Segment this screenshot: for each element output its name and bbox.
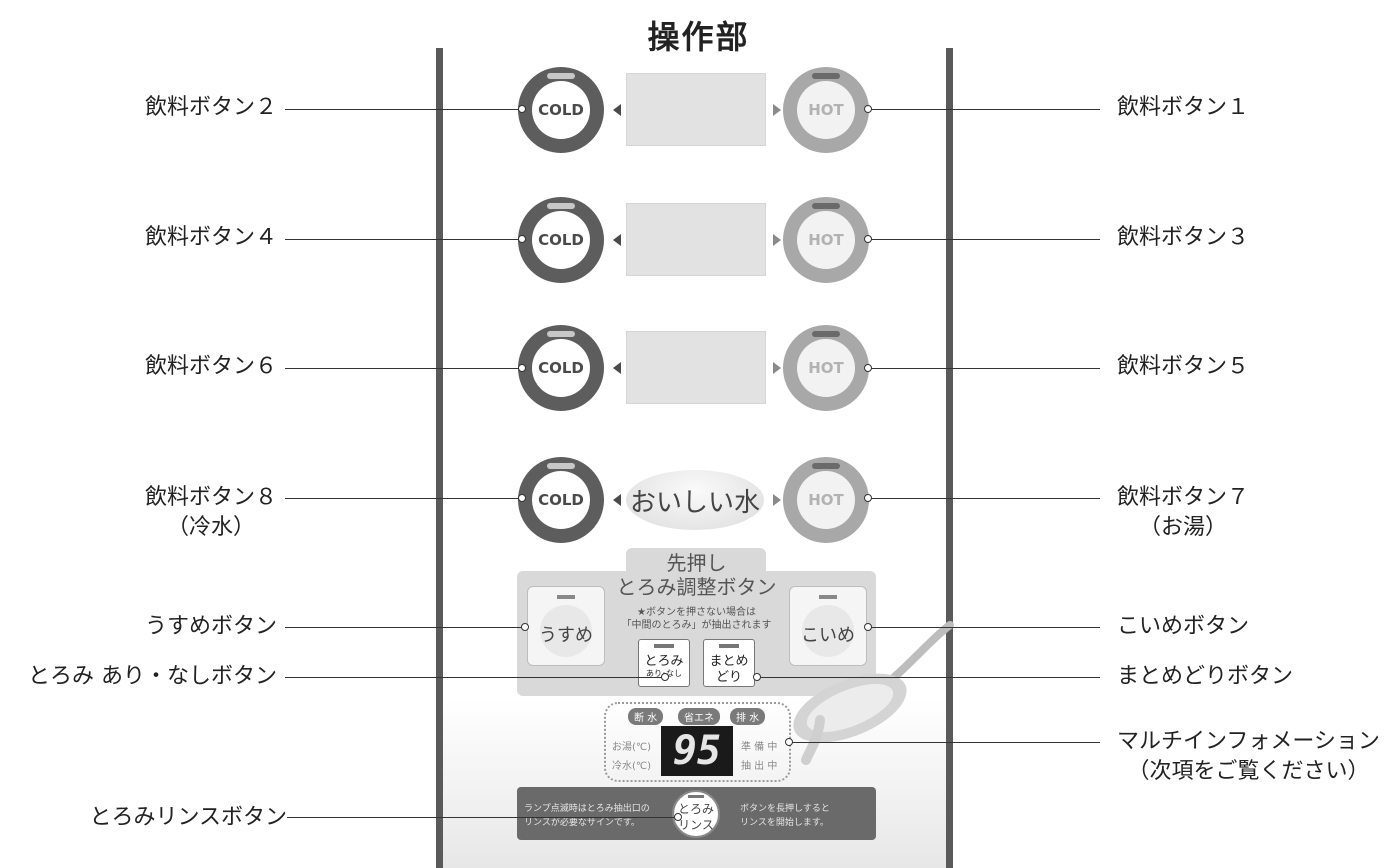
arrow-left-icon — [613, 104, 621, 116]
adjust-note-1: ★ボタンを押さない場合は — [637, 607, 756, 618]
label-chushutsu: 抽 出 中 — [741, 761, 778, 772]
oishii-mizu-drop — [626, 470, 764, 530]
leader-line — [868, 498, 1100, 499]
hot-button-3[interactable]: HOT — [783, 197, 869, 283]
leader-line — [757, 677, 1100, 678]
callout-drink-button-3: 飲料ボタン３ — [1117, 225, 1250, 250]
badge-shoene: 省エネ — [678, 708, 720, 725]
cold-button-6[interactable]: COLD — [518, 325, 604, 411]
label-oyu-c: お湯(℃) — [612, 742, 652, 753]
drink-display-2 — [626, 203, 766, 276]
rinse-note-left-1: ランプ点滅時はとろみ抽出口の — [524, 804, 650, 814]
callout-matome-dori: まとめどりボタン — [1117, 664, 1294, 689]
badge-dansui: 断 水 — [628, 708, 664, 725]
leader-dot — [518, 235, 526, 243]
leader-line — [868, 109, 1100, 110]
arrow-left-icon — [613, 362, 621, 374]
leader-dot — [753, 673, 761, 681]
leader-line — [285, 498, 522, 499]
arrow-left-icon — [613, 234, 621, 246]
callout-drink-button-1: 飲料ボタン１ — [1117, 95, 1250, 120]
callout-drink-button-7: 飲料ボタン７（お湯） — [1117, 485, 1250, 540]
leader-dot — [864, 623, 872, 631]
leader-dot — [518, 105, 526, 113]
callout-usume-button: うすめボタン — [144, 614, 277, 639]
temperature-display: 95 — [661, 726, 733, 776]
leader-dot — [864, 364, 872, 372]
cold-button-2[interactable]: COLD — [518, 67, 604, 153]
cold-button-4[interactable]: COLD — [518, 197, 604, 283]
leader-dot — [518, 494, 526, 502]
leader-dot — [521, 623, 529, 631]
adjust-title-2: とろみ調整ボタン — [616, 575, 777, 599]
leader-dot — [864, 235, 872, 243]
leader-dot — [864, 494, 872, 502]
callout-drink-button-6: 飲料ボタン６ — [144, 354, 277, 379]
panel-left-rail — [436, 48, 443, 868]
leader-line — [868, 239, 1100, 240]
leader-line — [285, 109, 522, 110]
cold-button-8[interactable]: COLD — [518, 457, 604, 543]
rinse-note-right-1: ボタンを長押しすると — [740, 804, 830, 814]
adjust-title-1: 先押し — [666, 551, 727, 575]
leader-line — [287, 817, 678, 818]
callout-drink-button-2: 飲料ボタン２ — [144, 95, 277, 120]
drink-display-3 — [626, 331, 766, 404]
matome-dori-button[interactable]: まとめ どり — [703, 639, 755, 687]
arrow-right-icon — [773, 104, 781, 116]
leader-dot — [674, 813, 682, 821]
leader-line — [285, 368, 522, 369]
arrow-right-icon — [773, 494, 781, 506]
hot-button-5[interactable]: HOT — [783, 325, 869, 411]
leader-line — [789, 742, 1100, 743]
callout-toromi-rinse: とろみリンスボタン — [89, 805, 287, 830]
arrow-left-icon — [613, 494, 621, 506]
callout-drink-button-4: 飲料ボタン４ — [144, 225, 277, 250]
drink-display-1 — [626, 73, 766, 146]
callout-drink-button-5: 飲料ボタン５ — [1117, 354, 1250, 379]
badge-haisui: 排 水 — [730, 708, 766, 725]
leader-line — [285, 239, 522, 240]
label-reisui-c: 冷水(℃) — [612, 761, 652, 772]
leader-line — [868, 368, 1100, 369]
oishii-mizu-label: おいしい水 — [629, 488, 760, 518]
leader-line — [285, 677, 665, 678]
leader-line — [285, 627, 525, 628]
leader-dot — [661, 673, 669, 681]
label-junbi: 準 備 中 — [741, 742, 778, 753]
arrow-right-icon — [773, 234, 781, 246]
rinse-note-right-2: リンスを開始します。 — [740, 818, 829, 828]
callout-multi-information: マルチインフォメーション（次項をご覧ください） — [1117, 729, 1380, 784]
koime-button[interactable]: こいめ — [789, 586, 867, 666]
page-title: 操作部 — [647, 18, 750, 56]
leader-line — [868, 627, 1100, 628]
hot-button-7[interactable]: HOT — [783, 457, 869, 543]
panel-right-rail — [946, 48, 953, 868]
rinse-note-left-2: リンスが必要なサインです。 — [524, 818, 640, 828]
leader-dot — [785, 738, 793, 746]
usume-button[interactable]: うすめ — [527, 586, 605, 666]
arrow-right-icon — [773, 362, 781, 374]
callout-toromi-arinashi: とろみ あり・なしボタン — [28, 664, 277, 689]
leader-dot — [864, 105, 872, 113]
hot-button-1[interactable]: HOT — [783, 67, 869, 153]
callout-drink-button-8: 飲料ボタン８（冷水） — [144, 485, 277, 540]
adjust-note-2: 「中間のとろみ」が抽出されます — [621, 620, 772, 631]
leader-dot — [518, 364, 526, 372]
spoon-icon — [793, 621, 954, 765]
callout-koime-button: こいめボタン — [1117, 614, 1250, 639]
